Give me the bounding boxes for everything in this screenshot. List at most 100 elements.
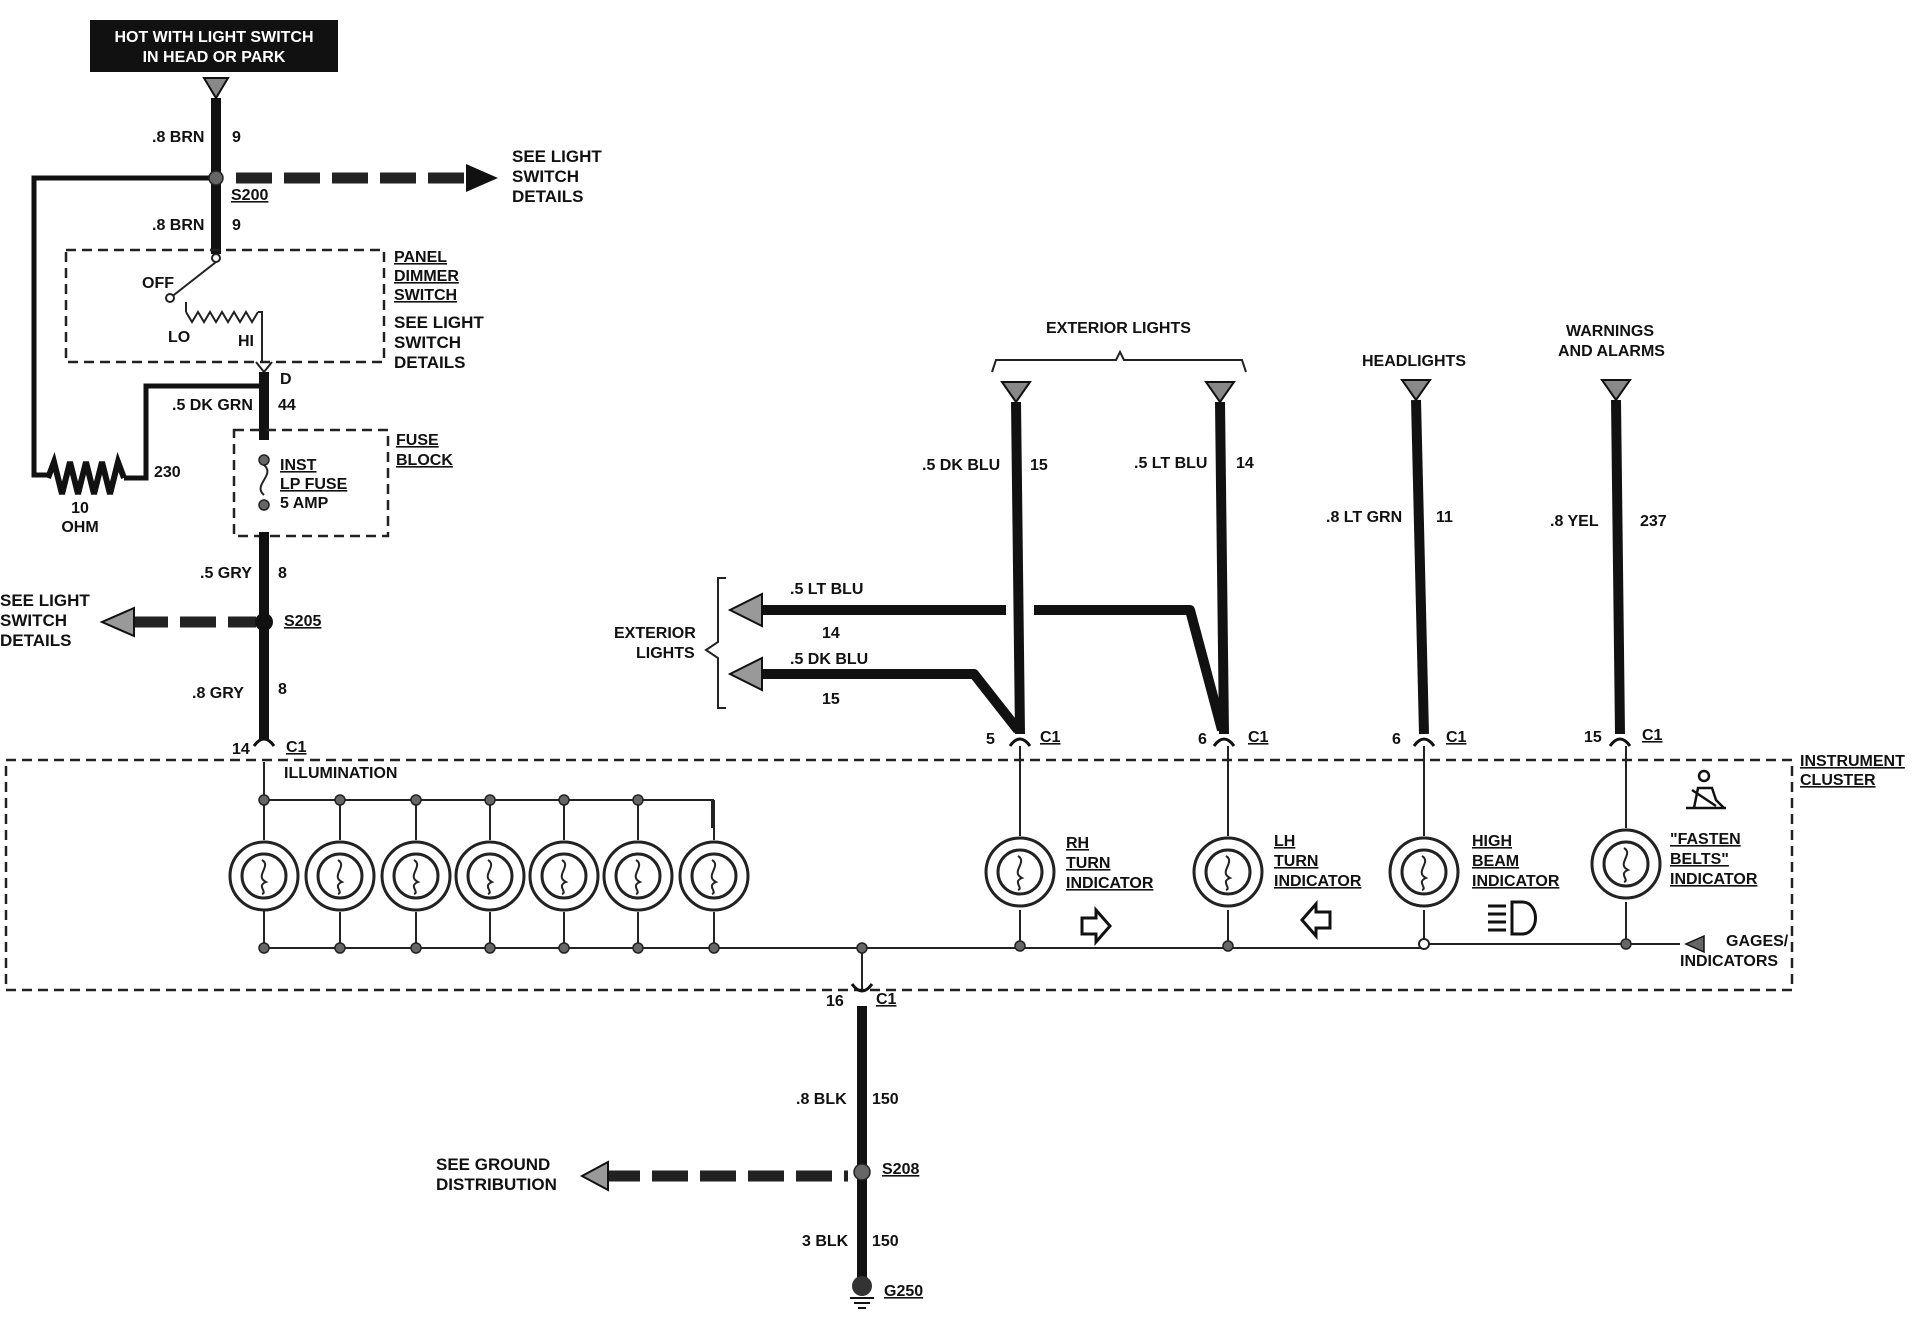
lt-blu-vert-circuit: 14 — [1236, 455, 1254, 472]
brn-mid-gauge: .8 BRN — [152, 217, 204, 234]
splice-s205-node — [255, 613, 273, 631]
conn-lh-name: C1 — [1248, 729, 1269, 746]
see-light-switch-dimmer-1: SEE LIGHT — [394, 313, 484, 332]
fuse-label-1: INST — [280, 457, 317, 474]
exterior-lights-side-2: LIGHTS — [636, 645, 695, 662]
gry-upper-circuit: 8 — [278, 565, 287, 582]
s205-arrow-icon — [99, 606, 135, 638]
splice-s200-node — [208, 170, 224, 186]
lh-turn-indicator: LH TURN INDICATOR — [1192, 746, 1362, 952]
see-ground-label-1: SEE GROUND — [436, 1155, 550, 1174]
lt-blu-horiz-circuit: 14 — [822, 625, 840, 642]
rh-turn-label-1: RH — [1066, 835, 1089, 852]
lh-turn-label-1: LH — [1274, 833, 1295, 850]
dk-blu-horiz — [758, 669, 1022, 734]
dk-blu-out-arrow-icon — [727, 656, 763, 692]
rh-turn-label-2: TURN — [1066, 855, 1110, 872]
fuse-block-label-1: FUSE — [396, 432, 439, 449]
see-light-switch-dimmer-2: SWITCH — [394, 333, 461, 352]
lt-grn-gauge: .8 LT GRN — [1326, 509, 1402, 526]
lt-blu-vert-gauge: .5 LT BLU — [1134, 455, 1207, 472]
yel-circuit: 237 — [1640, 513, 1667, 530]
gages-label-1: GAGES/ — [1726, 933, 1789, 950]
power-source-line-1: HOT WITH LIGHT SWITCH — [114, 29, 313, 46]
lt-blu-source-arrow-icon — [1204, 381, 1236, 404]
s200-arrow-icon — [466, 164, 498, 192]
right-arrow-icon — [1080, 906, 1112, 946]
panel-dimmer-label-1: PANEL — [394, 249, 447, 266]
power-source-box: HOT WITH LIGHT SWITCH IN HEAD OR PARK — [90, 20, 338, 72]
exterior-lights-side-1: EXTERIOR — [614, 625, 696, 642]
lt-grn-circuit: 11 — [1436, 509, 1453, 526]
gages-arrow-icon — [1684, 934, 1705, 954]
s208-arrow-icon — [579, 1160, 609, 1192]
fasten-belts-label-2: BELTS" — [1670, 851, 1729, 868]
seatbelt-icon — [1686, 769, 1726, 810]
blk-lower-gauge: 3 BLK — [802, 1233, 849, 1250]
high-beam-icon — [1488, 900, 1537, 936]
illumination-bulb-4 — [454, 794, 526, 954]
warnings-label-1: WARNINGS — [1566, 323, 1654, 340]
gry-upper-gauge: .5 GRY — [200, 565, 252, 582]
dimmer-off-label: OFF — [142, 275, 174, 292]
dimmer-switch-blade — [169, 261, 217, 299]
splice-s200-label: S200 — [231, 187, 268, 204]
dk-blu-horiz-gauge: .5 DK BLU — [790, 651, 868, 668]
resistor-value: 10 — [71, 500, 89, 517]
dk-grn-branch-to-resistor — [124, 383, 264, 481]
see-light-switch-dimmer-3: DETAILS — [394, 353, 465, 372]
blk-upper-circuit: 150 — [872, 1091, 899, 1108]
see-light-switch-top-2: SWITCH — [512, 167, 579, 186]
conn-belts-name: C1 — [1642, 727, 1663, 744]
see-light-switch-top-1: SEE LIGHT — [512, 147, 602, 166]
illumination-bulb-7 — [678, 800, 750, 954]
conn-rh-name: C1 — [1040, 729, 1061, 746]
conn-illum-pin: 14 — [232, 741, 250, 758]
rh-turn-indicator: RH TURN INDICATOR — [984, 746, 1154, 952]
warnings-source-arrow-icon — [1600, 379, 1632, 402]
brn-top-gauge: .8 BRN — [152, 129, 204, 146]
panel-dimmer-label-2: DIMMER — [394, 268, 459, 285]
illumination-bulb-5 — [528, 794, 600, 954]
dk-blu-source-arrow-icon — [1000, 381, 1032, 404]
headlights-label: HEADLIGHTS — [1362, 353, 1466, 370]
instrument-cluster-label-2: CLUSTER — [1800, 772, 1876, 789]
panel-dimmer-label-3: SWITCH — [394, 287, 457, 304]
splice-s208-label: S208 — [882, 1161, 919, 1178]
exterior-lights-top-label: EXTERIOR LIGHTS — [1046, 320, 1191, 337]
brn-loop-to-resistor — [31, 175, 216, 478]
see-light-switch-left-1: SEE LIGHT — [0, 591, 90, 610]
warnings-label-2: AND ALARMS — [1558, 343, 1665, 360]
lh-turn-label-3: INDICATOR — [1274, 873, 1362, 890]
splice-s208-node — [853, 1163, 871, 1181]
lt-grn-wire-11 — [1411, 399, 1429, 735]
high-beam-label-3: INDICATOR — [1472, 873, 1560, 890]
lt-blu-wire-14 — [1215, 401, 1229, 735]
resistor-10-ohm — [45, 451, 127, 495]
ground-g250-label: G250 — [884, 1283, 923, 1300]
dimmer-lo-label: LO — [168, 329, 190, 346]
high-beam-indicator: HIGH BEAM INDICATOR — [1388, 746, 1560, 950]
gry-lower-circuit: 8 — [278, 681, 287, 698]
blk-lower-circuit: 150 — [872, 1233, 899, 1250]
power-source-line-2: IN HEAD OR PARK — [143, 49, 286, 66]
lt-blu-horiz-right — [1034, 605, 1227, 732]
illumination-bulb-1 — [228, 794, 300, 954]
resistor-unit: OHM — [61, 519, 98, 536]
yel-wire-237 — [1611, 399, 1625, 735]
illumination-bulb-6 — [602, 794, 674, 954]
brn-mid-circuit: 9 — [232, 217, 241, 234]
ground-icon — [850, 1276, 874, 1309]
dk-blu-wire-15 — [1011, 401, 1025, 735]
conn-ground-pin: 16 — [826, 993, 844, 1010]
see-light-switch-left-2: SWITCH — [0, 611, 67, 630]
exterior-lights-brace — [991, 349, 1247, 373]
instrument-cluster-label-1: INSTRUMENT — [1800, 753, 1905, 770]
illumination-bulbs — [228, 794, 750, 954]
fasten-belts-label-1: "FASTEN — [1670, 831, 1741, 848]
dimmer-hi-label: HI — [238, 333, 254, 350]
dk-grn-gauge: .5 DK GRN — [172, 397, 253, 414]
dk-grn-circuit: 44 — [278, 397, 296, 414]
dk-blu-horiz-circuit: 15 — [822, 691, 840, 708]
